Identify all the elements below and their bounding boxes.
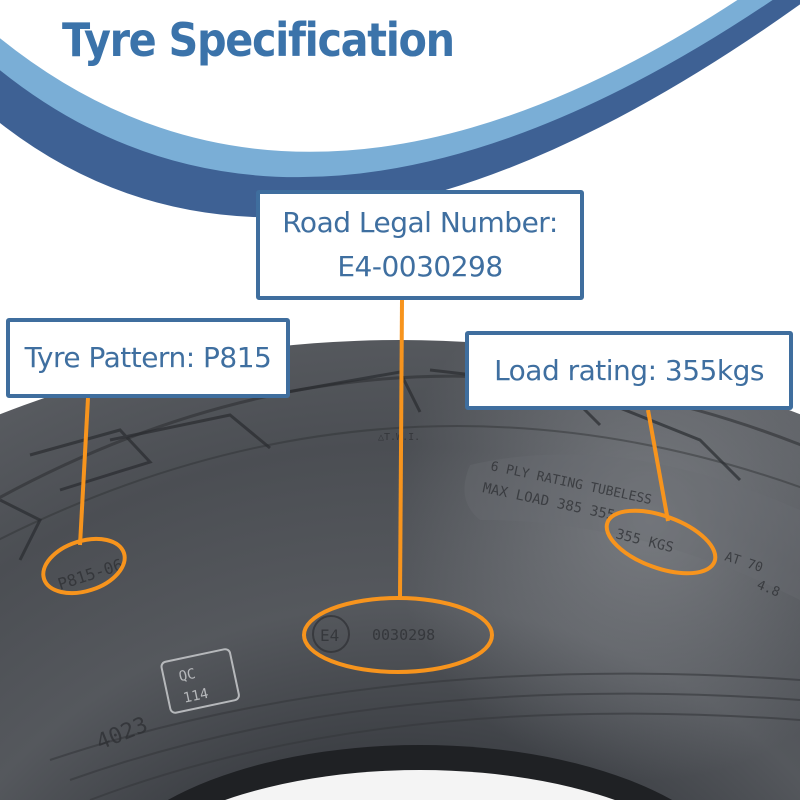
callout-road-legal-value: E4-0030298 (337, 250, 503, 283)
pattern-callout-ellipse (41, 536, 127, 596)
callout-tyre-pattern-text: Tyre Pattern: P815 (24, 341, 272, 374)
callout-load-rating-text: Load rating: 355kgs (494, 353, 764, 387)
callout-road-legal-label: Road Legal Number: (282, 206, 558, 239)
callout-road-legal-number: Road Legal Number: E4-0030298 (256, 190, 584, 300)
callout-tyre-pattern: Tyre Pattern: P815 (6, 318, 290, 398)
road-legal-callout-line (398, 299, 404, 599)
svg-text:114: 114 (182, 686, 210, 707)
callout-load-rating: Load rating: 355kgs (465, 331, 793, 410)
pattern-callout-line (78, 397, 90, 546)
load-callout-ellipse (604, 508, 718, 576)
load-callout-line (646, 409, 670, 522)
road-legal-callout-ellipse (302, 596, 494, 674)
svg-text:E4: E4 (320, 626, 339, 645)
page-title: Tyre Specification (62, 13, 455, 67)
svg-text:QC: QC (177, 666, 197, 685)
sidewall-approval-number: 0030298 (372, 626, 435, 644)
qc-stamp: QC 114 (160, 648, 240, 714)
e-mark-circle: E4 (312, 615, 350, 653)
